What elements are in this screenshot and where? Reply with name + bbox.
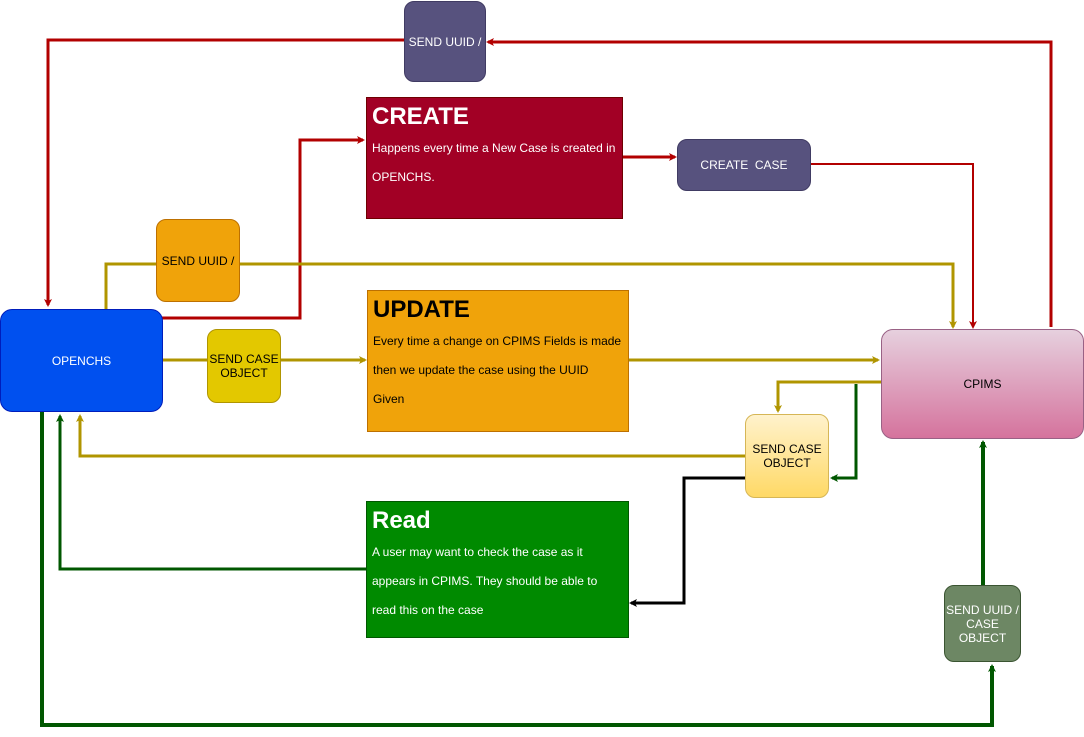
send-uuid-top-node[interactable]: SEND UUID / [404, 1, 486, 82]
read-title: Read [372, 507, 431, 534]
send-uuid-top-label: SEND UUID / [408, 34, 482, 49]
update-body: Every time a change on CPIMS Fields is m… [373, 334, 622, 406]
send-uuid-orange-node[interactable]: SEND UUID / [156, 219, 240, 302]
edge-send-uuid-to-openchs [44, 38, 404, 307]
edge-send-case-object-to-openchs [76, 414, 746, 458]
update-block[interactable]: UPDATE Every time a change on CPIMS Fiel… [367, 290, 629, 432]
create-case-label: CREATE CASE [700, 158, 788, 172]
send-case-object-yellow-label: SEND CASE OBJECT [209, 352, 279, 380]
cpims-label: CPIMS [963, 377, 1002, 391]
create-block[interactable]: CREATE Happens every time a New Case is … [366, 97, 623, 219]
edge-cpims-to-send-case-object [774, 380, 881, 413]
update-title: UPDATE [373, 296, 470, 323]
send-uuid-orange-label: SEND UUID / [161, 253, 235, 268]
send-case-object-light-node[interactable]: SEND CASE OBJECT [745, 414, 829, 498]
openchs-label: OPENCHS [51, 353, 112, 368]
edge-send-case-object-to-read [629, 476, 746, 607]
edge-cpims-to-send-case-object-green [830, 384, 858, 482]
send-case-object-light-label: SEND CASE OBJECT [752, 442, 822, 470]
edge-create-case-to-cpims [811, 163, 977, 329]
create-case-node[interactable]: CREATE CASE [677, 139, 811, 191]
send-uuid-case-object-node[interactable]: SEND UUID / CASE OBJECT [944, 585, 1021, 662]
edge-read-to-openchs [56, 414, 367, 571]
edge-cpims-to-openchs-top [486, 38, 1053, 327]
read-body: A user may want to check the case as it … [372, 545, 598, 617]
read-block[interactable]: Read A user may want to check the case a… [366, 501, 629, 638]
edge-openchs-to-create [162, 136, 365, 320]
create-body: Happens every time a New Case is created… [372, 141, 616, 184]
create-title: CREATE [372, 103, 469, 130]
send-uuid-case-object-label: SEND UUID / CASE OBJECT [946, 602, 1019, 645]
send-case-object-yellow-node[interactable]: SEND CASE OBJECT [207, 329, 281, 403]
cpims-node[interactable]: CPIMS [881, 329, 1084, 439]
edge-openchs-to-send-uuid-case-object [40, 412, 996, 727]
openchs-node[interactable]: OPENCHS [0, 309, 163, 412]
edge-openchs-uuid-to-cpims [104, 262, 957, 329]
